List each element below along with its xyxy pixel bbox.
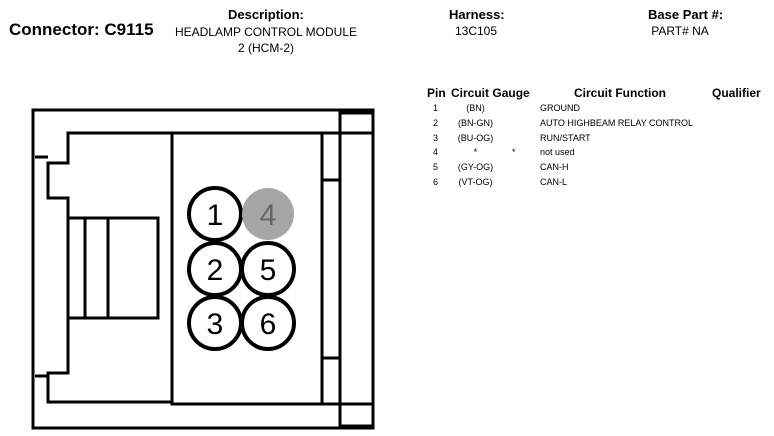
row-pin: 3: [433, 133, 439, 143]
right-frame-bottom: [322, 402, 373, 428]
pin-label-6: 6: [260, 308, 277, 341]
row-pin: 2: [433, 118, 439, 128]
row-pin: 1: [433, 103, 439, 113]
lock-tab: [66, 216, 160, 320]
description-line-1: HEADLAMP CONTROL MODULE: [174, 25, 358, 39]
pin-cavity-4: [242, 188, 294, 240]
pin-label-2: 2: [207, 254, 224, 287]
pin-label-1: 1: [207, 199, 224, 232]
row-circuit-color: (BU-OG): [457, 133, 494, 143]
row-circuit-color: (BN-GN): [458, 118, 493, 128]
connector-label: Connector: C9115: [9, 20, 154, 39]
pin-label-5: 5: [260, 254, 277, 287]
right-frame-top: [322, 111, 373, 135]
col-header-qualifier: Qualifier: [712, 86, 761, 100]
connector-housing: [31, 108, 375, 430]
col-header-circuit-gauge: Circuit Gauge: [451, 86, 530, 100]
pin-label-4: 4: [260, 199, 277, 232]
row-circuit-color: *: [473, 147, 478, 157]
right-rail: [338, 131, 375, 406]
base-part-header: Base Part #:: [648, 7, 724, 22]
pin-cavity-1: [187, 186, 243, 242]
row-function: GROUND: [540, 103, 580, 113]
description-line-2: 2 (HCM-2): [238, 41, 294, 55]
col-header-pin: Pin: [427, 86, 446, 100]
row-circuit-color: (BN): [466, 103, 485, 113]
row-function: not used: [540, 147, 575, 157]
row-function: CAN-H: [540, 162, 569, 172]
row-gauge: *: [512, 147, 516, 157]
row-circuit-color: (VT-OG): [458, 177, 493, 187]
row-pin: 6: [433, 177, 439, 187]
row-pin: 4: [433, 147, 439, 157]
connector-pins: 1 4 2 5 3 6: [187, 186, 296, 351]
pin-cavity-6: [240, 295, 296, 351]
col-header-gauge: Gauge: [492, 86, 530, 100]
row-function: RUN/START: [540, 133, 591, 143]
housing-center-body: [170, 131, 324, 406]
row-function: CAN-L: [540, 177, 568, 187]
harness-value: 13C105: [454, 24, 498, 38]
row-circuit-color: (GY-OG): [457, 162, 494, 172]
description-value: HEADLAMP CONTROL MODULE 2 (HCM-2): [166, 24, 366, 56]
pin-label-3: 3: [207, 308, 224, 341]
harness-header: Harness:: [449, 7, 505, 22]
base-part-value: PART# NA: [651, 24, 709, 38]
col-header-circuit-function: Circuit Function: [574, 86, 666, 100]
row-pin: 5: [433, 162, 439, 172]
description-header: Description:: [228, 7, 304, 22]
left-latch-frame: [46, 131, 172, 404]
row-function: AUTO HIGHBEAM RELAY CONTROL: [540, 118, 694, 128]
col-header-circuit: Circuit: [451, 86, 490, 100]
